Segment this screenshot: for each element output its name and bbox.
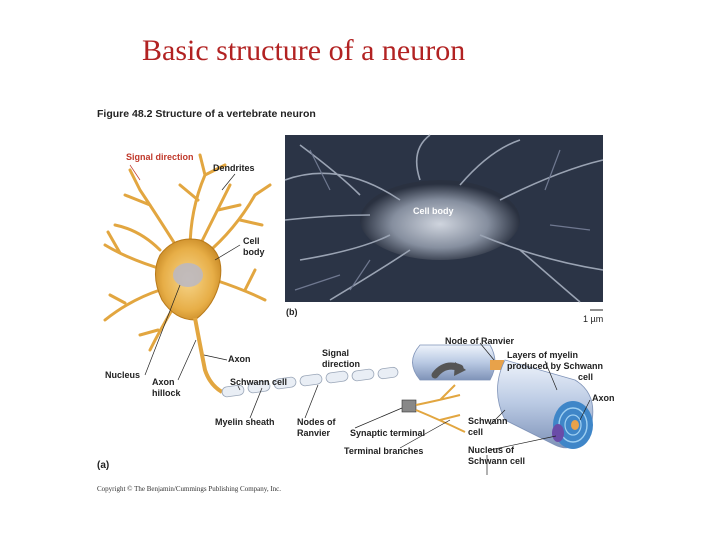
layers-of-myelin-label-2: produced by Schwann bbox=[507, 361, 603, 371]
axon-label: Axon bbox=[228, 354, 251, 364]
schwann-cell-label: Schwann cell bbox=[230, 377, 287, 387]
schwann-cell-right-label-2: cell bbox=[468, 427, 483, 437]
myelin-sheath-label: Myelin sheath bbox=[215, 417, 275, 427]
terminal-branches-label: Terminal branches bbox=[344, 446, 423, 456]
nodes-of-ranvier-label-2: Ranvier bbox=[297, 428, 331, 438]
dendrites-label: Dendrites bbox=[213, 163, 255, 173]
synaptic-terminal-label: Synaptic terminal bbox=[350, 428, 425, 438]
signal-direction-label-1: Signal direction bbox=[126, 152, 194, 162]
axon-hillock-label-1: Axon bbox=[152, 377, 175, 387]
nucleus-of-schwann-label-1: Nucleus of bbox=[468, 445, 515, 455]
axon-right-label: Axon bbox=[592, 393, 615, 403]
schwann-cell-right-label-1: Schwann bbox=[468, 416, 508, 426]
layers-of-myelin-label-1: Layers of myelin bbox=[507, 350, 578, 360]
scale-bar-label: 1 µm bbox=[583, 314, 603, 324]
cell-body-label-2: body bbox=[243, 247, 265, 257]
panel-b-label: (b) bbox=[286, 307, 298, 317]
sem-micrograph: Cell body bbox=[285, 135, 603, 302]
signal-direction-label-2b: direction bbox=[322, 359, 360, 369]
nucleus-of-schwann-label-2: Schwann cell bbox=[468, 456, 525, 466]
nucleus-label: Nucleus bbox=[105, 370, 140, 380]
node-of-ranvier-label: Node of Ranvier bbox=[445, 336, 515, 346]
nodes-of-ranvier-label-1: Nodes of bbox=[297, 417, 337, 427]
cell-body-label-1: Cell bbox=[243, 236, 260, 246]
layers-of-myelin-label-3: cell bbox=[578, 372, 593, 382]
cell-body-b-label: Cell body bbox=[413, 206, 454, 216]
signal-direction-label-2a: Signal bbox=[322, 348, 349, 358]
axon-hillock-label-2: hillock bbox=[152, 388, 182, 398]
figure-caption: Figure 48.2 Structure of a vertebrate ne… bbox=[97, 108, 316, 120]
copyright-text: Copyright © The Benjamin/Cummings Publis… bbox=[97, 485, 281, 493]
panel-a-label: (a) bbox=[97, 460, 109, 471]
